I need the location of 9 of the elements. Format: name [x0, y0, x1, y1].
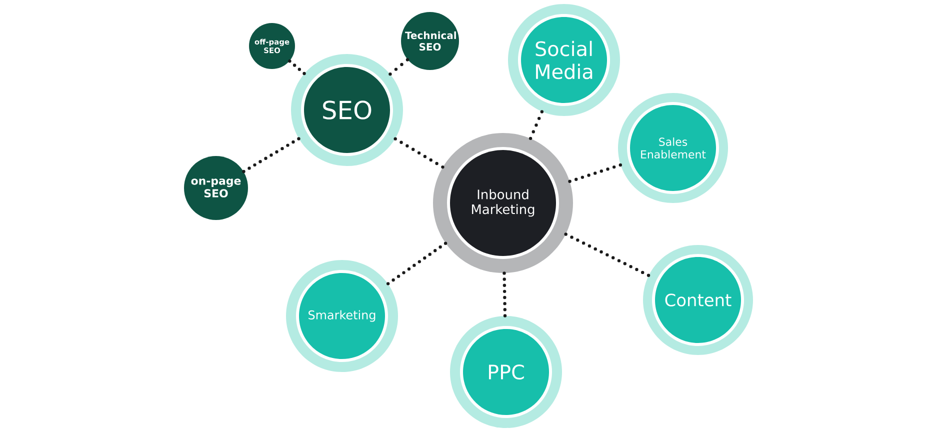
dotted-connector — [502, 272, 507, 318]
dotted-connector — [564, 232, 650, 278]
dotted-connector — [528, 110, 544, 140]
dotted-connector — [386, 242, 448, 286]
dotted-connector — [288, 59, 306, 76]
dotted-connector — [388, 58, 410, 76]
dotted-connector — [242, 137, 300, 174]
dotted-connector — [394, 137, 444, 169]
dotted-connector — [568, 163, 622, 183]
